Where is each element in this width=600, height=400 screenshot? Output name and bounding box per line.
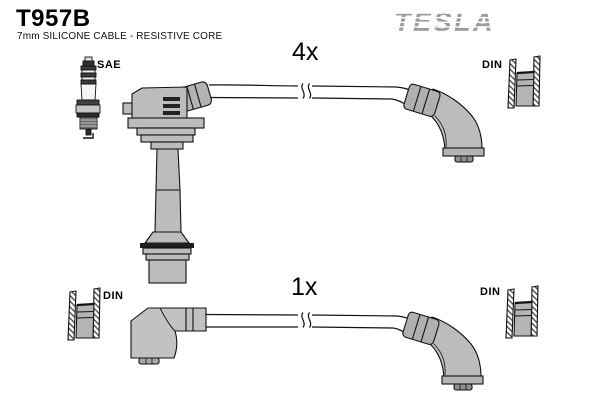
brand-logo: TESLA [394,7,495,37]
elbow-boot-drawing-bottom [401,310,484,391]
din-connector-top-right [506,54,542,110]
cable-break-mark [301,312,305,328]
sae-label: SAE [97,59,122,71]
part-description: 7mm SILICONE CABLE - RESISTIVE CORE [17,31,223,42]
din-label-bottom-left: DIN [103,290,124,302]
din-connector-bottom-right [504,284,540,340]
quantity-label-top: 4x [292,38,319,66]
cable-break-mark [301,83,305,99]
quantity-label-bottom: 1x [291,273,318,301]
cable-4x-drawing [206,83,415,108]
din-label-bottom-right: DIN [480,286,501,298]
elbow-boot-drawing [403,83,485,163]
din-connector-bottom-left [66,286,102,342]
din-label-top-right: DIN [482,59,503,71]
part-number: T957B [16,5,91,32]
cable-1x-drawing [203,312,414,337]
cable-break-mark [307,83,312,99]
left-elbow-boot-drawing [130,307,207,365]
spark-plug-icon [75,56,101,139]
cable-break-mark [307,312,312,328]
coil-boot-drawing [122,81,213,284]
